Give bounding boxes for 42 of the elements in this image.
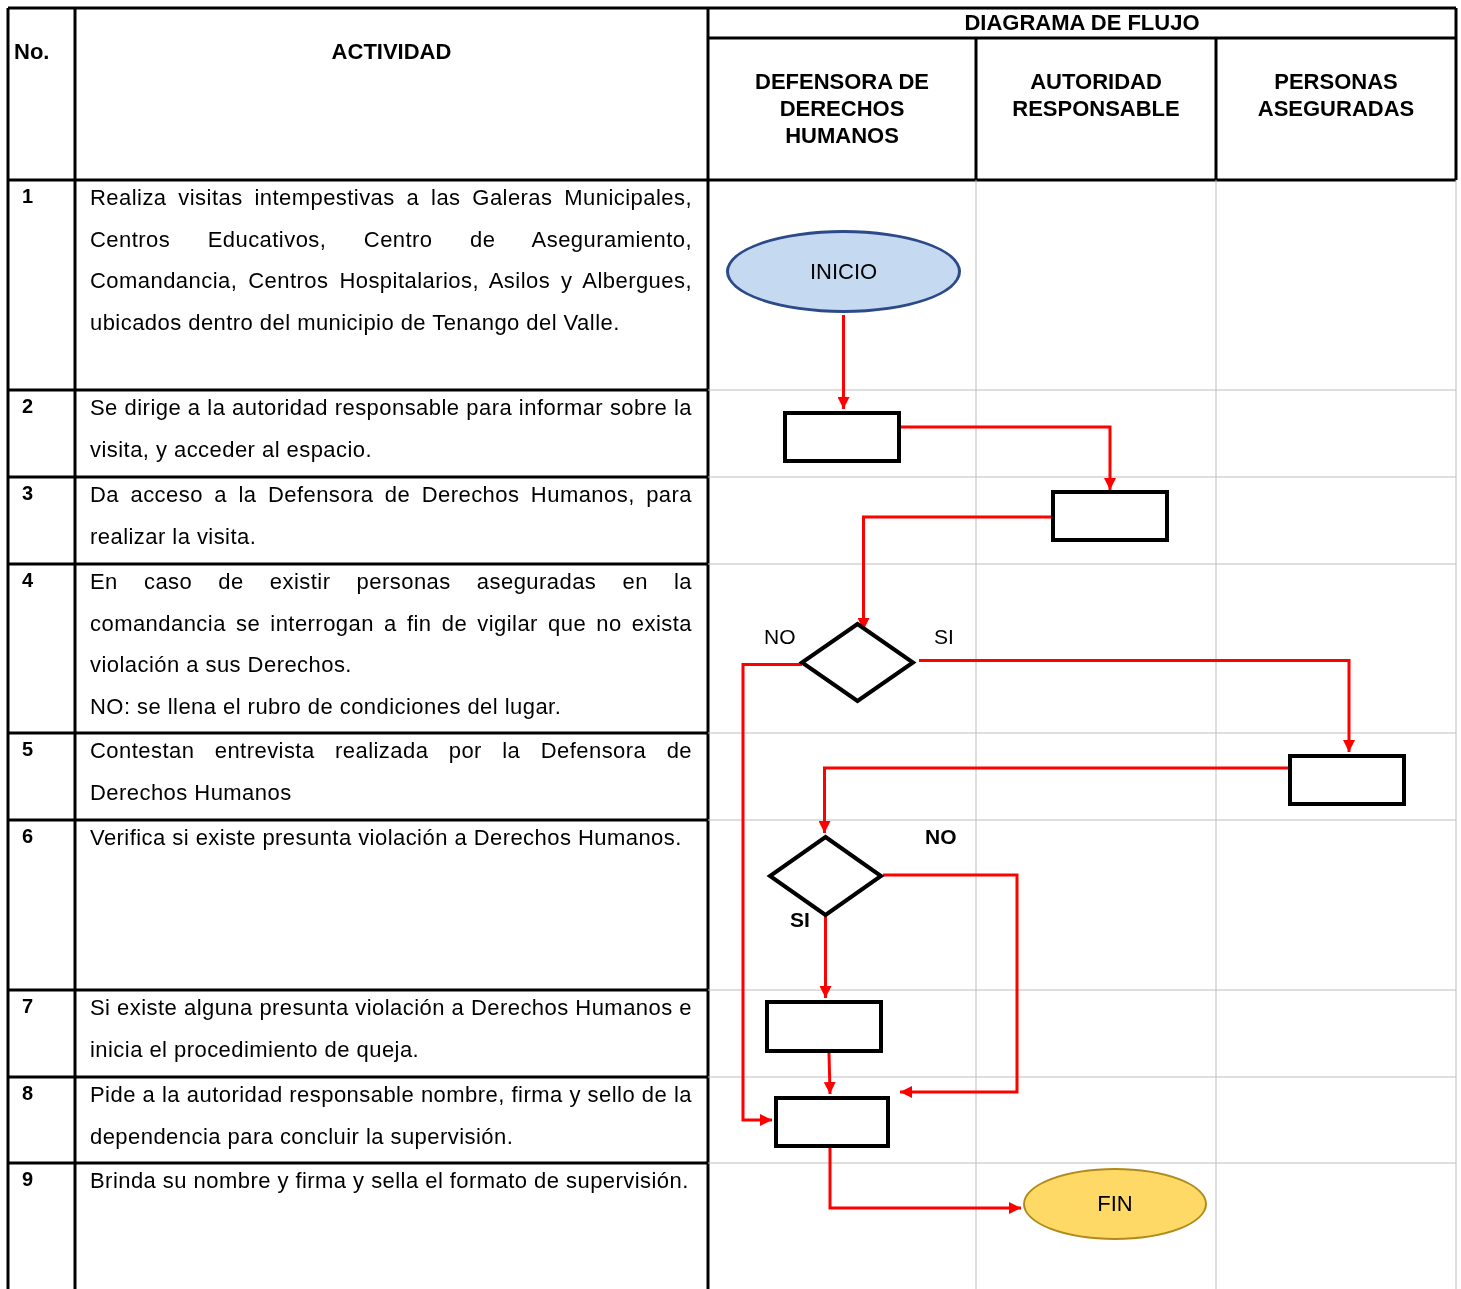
process-box (1288, 754, 1406, 806)
column-header: AUTORIDAD RESPONSABLE (1011, 68, 1181, 122)
arrow (741, 663, 802, 1126)
arrow (828, 1148, 1021, 1214)
arrow (837, 315, 850, 409)
activity-text: Brinda su nombre y firma y sella el formato de supervisión. (90, 1167, 690, 1195)
column-header: ACTIVIDAD (330, 38, 453, 65)
activity-text: Realiza visitas intempestivas a las Galeras Municipales, Centros Educativos, Centro de Aseguramiento, Comandancia, Centros Hospitalarios, Asilos y Albergues, ubicados dentro del municipio de Tenango del Valle. (90, 184, 692, 337)
process-box (1051, 490, 1169, 542)
arrow (919, 659, 1355, 752)
row-number: 4 (22, 569, 34, 592)
activity-text: Pide a la autoridad responsable nombre, firma y sello de la dependencia para concluir la supervisión. (90, 1081, 692, 1151)
row-number: 6 (22, 825, 34, 848)
arrow (823, 1052, 836, 1095)
activity-text: Si existe alguna presunta violación a Derechos Humanos e inicia el procedimiento de queja. (90, 994, 692, 1064)
section-header: DIAGRAMA DE FLUJO (963, 9, 1201, 36)
arrow (901, 425, 1116, 490)
activity-text: En caso de existir personas aseguradas en la comandancia se interrogan a fin de vigilar que no exista violación a sus Derechos. (90, 568, 692, 679)
process-box (774, 1096, 890, 1148)
row-number: 1 (22, 185, 34, 208)
activity-text: NO: se llena el rubro de condiciones del lugar. (90, 692, 563, 721)
arrow (818, 766, 1288, 833)
column-header: DEFENSORA DE DERECHOS HUMANOS (754, 68, 930, 149)
decision-diamond (800, 622, 915, 703)
column-header: No. (14, 38, 51, 65)
arrow (883, 873, 1019, 1098)
process-box (765, 1000, 883, 1053)
row-number: 9 (22, 1168, 34, 1191)
process-box (783, 411, 901, 463)
arrow (819, 915, 832, 998)
row-number: 2 (22, 395, 34, 418)
node-label: INICIO (809, 258, 878, 285)
row-number: 5 (22, 738, 34, 761)
row-number: 7 (22, 995, 34, 1018)
activity-text: Da acceso a la Defensora de Derechos Humanos, para realizar la visita. (90, 481, 692, 551)
column-header: PERSONAS ASEGURADAS (1256, 68, 1416, 122)
row-number: 3 (22, 482, 34, 505)
activity-text: Contestan entrevista realizada por la Defensora de Derechos Humanos (90, 737, 692, 807)
activity-text: Se dirige a la autoridad responsable para informar sobre la visita, y acceder al espacio. (90, 394, 692, 464)
activity-text: Verifica si existe presunta violación a Derechos Humanos. (90, 824, 683, 852)
node-label: FIN (1097, 1191, 1133, 1217)
row-number: 8 (22, 1082, 34, 1105)
